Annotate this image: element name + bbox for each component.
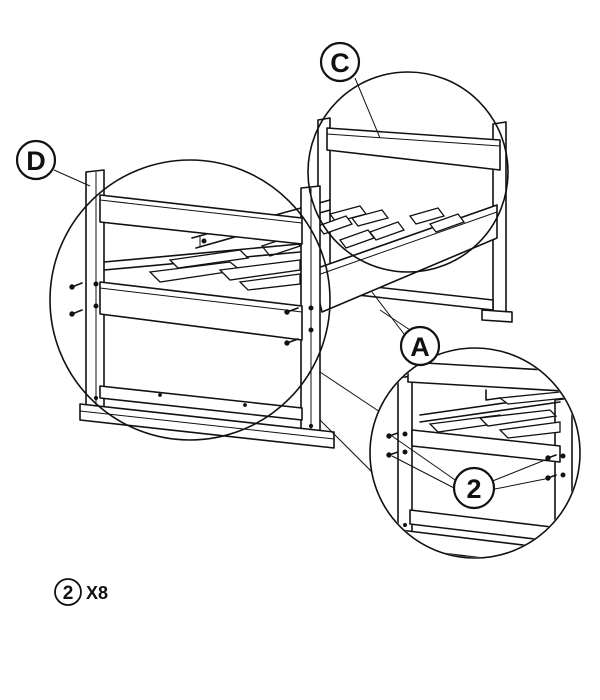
callout-c: C bbox=[319, 41, 381, 139]
back-foot bbox=[481, 309, 513, 323]
front-bottom-rail bbox=[99, 385, 303, 421]
callout-part-2-label: 2 bbox=[466, 474, 481, 504]
callout-d-label: D bbox=[26, 146, 46, 176]
front-foot bbox=[79, 403, 335, 449]
detail-circle-d bbox=[49, 159, 331, 441]
bed-frame bbox=[69, 117, 513, 449]
callout-a-label: A bbox=[410, 332, 430, 362]
parts-list: 2 X8 bbox=[54, 578, 108, 606]
part-quantity: X8 bbox=[86, 583, 108, 603]
callout-a: A bbox=[371, 291, 441, 367]
panel-c-board bbox=[326, 127, 501, 171]
inset-detail-a bbox=[369, 347, 581, 559]
bolts-front bbox=[69, 282, 299, 346]
front-top-board bbox=[99, 194, 303, 245]
callout-part-2: 2 bbox=[452, 466, 496, 510]
callout-c-label: C bbox=[330, 48, 350, 78]
detail-circle-c bbox=[307, 71, 509, 273]
front-mid-rail bbox=[99, 281, 303, 341]
part-number: 2 bbox=[63, 583, 74, 604]
callout-d: D bbox=[15, 139, 91, 187]
